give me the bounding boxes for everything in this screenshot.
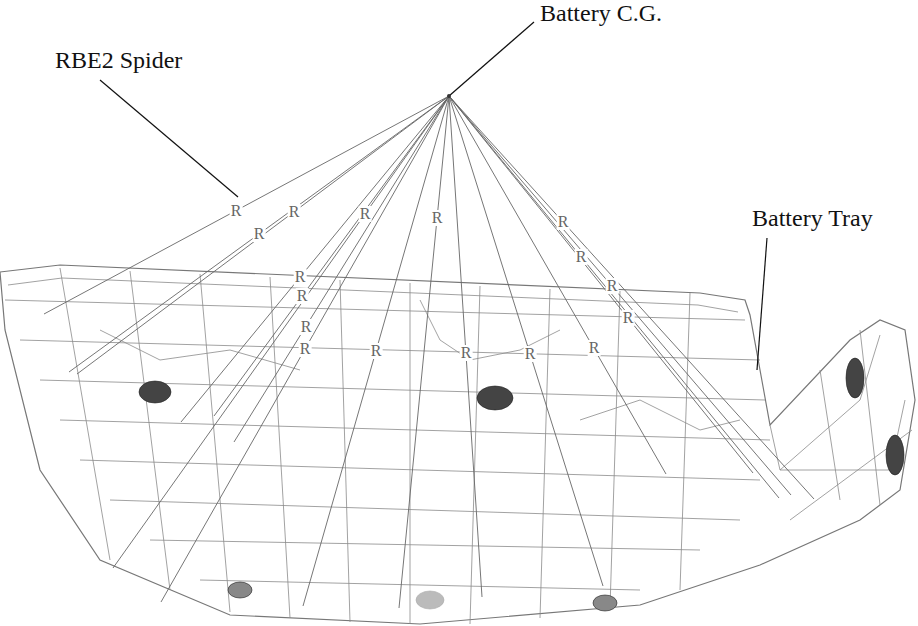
callout-label: Battery C.G. [540,0,662,28]
rigid-element-marker: R [588,340,601,356]
rigid-element-marker: R [557,214,570,230]
rigid-element-marker: R [288,204,301,220]
rigid-element-marker: R [300,319,313,335]
leader-lines [100,22,767,370]
rigid-element-marker: R [299,341,312,357]
rigid-element-marker: R [524,346,537,362]
rbe2-spider-legs [44,96,814,608]
bolt-spider-marks [139,358,904,611]
rigid-element-marker: R [575,249,588,265]
rigid-element-marker: R [230,203,243,219]
callout-label: RBE2 Spider [55,47,182,75]
rigid-element-marker: R [296,288,309,304]
callout-label: Battery Tray [752,205,873,233]
rigid-element-marker: R [606,278,619,294]
rigid-element-marker: R [622,310,635,326]
rigid-element-marker: R [253,226,266,242]
cg-point [447,94,451,98]
battery-tray-mesh [0,265,915,624]
rigid-element-marker: R [359,206,372,222]
rigid-element-marker: R [370,343,383,359]
rigid-element-marker: R [431,210,444,226]
rigid-element-marker: R [294,269,307,285]
rigid-element-marker: R [460,345,473,361]
